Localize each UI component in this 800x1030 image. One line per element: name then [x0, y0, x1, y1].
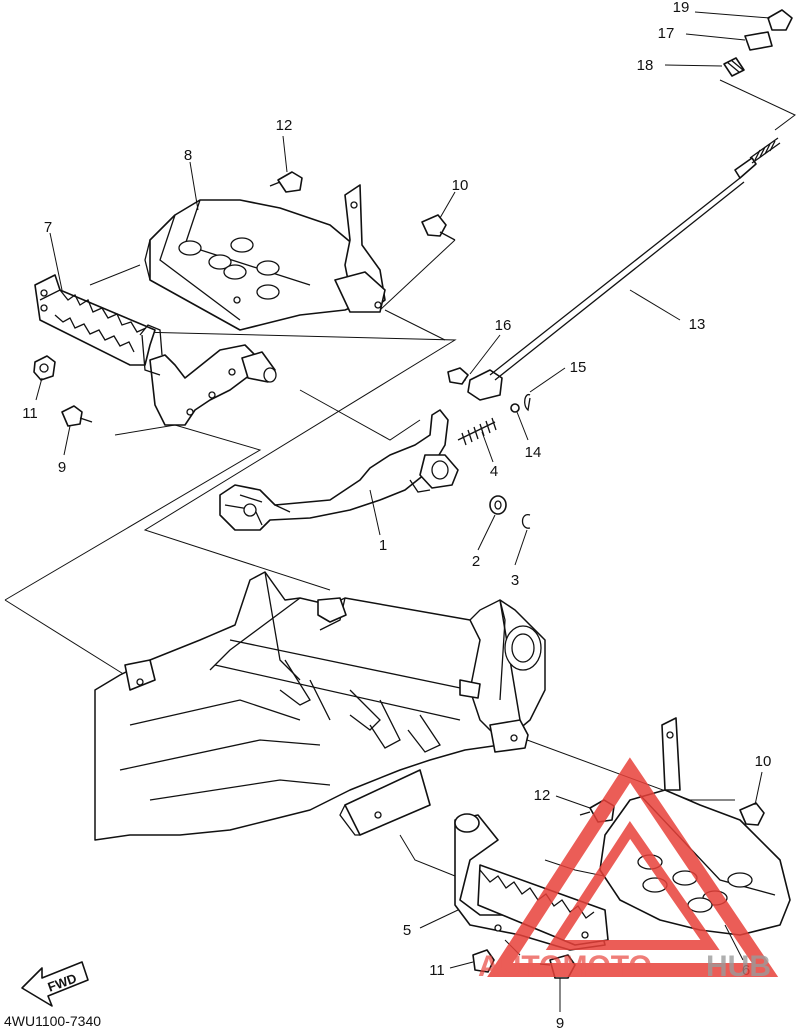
callout-11-lower: 11: [429, 962, 445, 979]
callout-14: 14: [525, 444, 542, 461]
callout-8: 8: [184, 147, 192, 164]
callout-2: 2: [472, 553, 480, 570]
callout-15: 15: [570, 359, 587, 376]
callout-12-upper: 12: [276, 117, 293, 134]
footrest-right-bracket: [661, 717, 681, 791]
fwd-arrow-icon: FWD: [21, 961, 89, 1007]
chassis-frame: [94, 571, 546, 841]
cable-collar: [744, 31, 773, 51]
callout-12-lower: 12: [534, 787, 551, 804]
callout-9-lower: 9: [556, 1015, 564, 1030]
brake-cable: [489, 9, 793, 381]
callout-5: 5: [403, 922, 411, 939]
leader-lines: [35, 11, 771, 1012]
callout-3: 3: [511, 572, 519, 589]
diagram-code: 4WU1100-7340: [4, 1013, 101, 1029]
callout-16: 16: [495, 317, 512, 334]
footpeg-left: [34, 274, 156, 366]
callout-10-lower: 10: [755, 753, 772, 770]
footpeg-mount-bracket: [149, 344, 256, 426]
callout-1: 1: [379, 537, 387, 554]
callout-7: 7: [44, 219, 52, 236]
callout-13: 13: [689, 316, 706, 333]
watermark-text-gray: HUB: [706, 950, 771, 983]
callout-11-upper: 11: [22, 405, 38, 422]
watermark-logo: AUTOMOTO HUB: [478, 757, 779, 983]
brake-pedal: [219, 409, 449, 531]
callout-9-upper: 9: [58, 459, 66, 476]
brake-pedal-assembly: [219, 369, 531, 531]
callout-17: 17: [658, 25, 675, 42]
brake-spring: [461, 417, 497, 446]
watermark-text-red: AUTOMOTO: [478, 950, 652, 983]
clevis: [467, 369, 503, 401]
cable-end: [767, 9, 793, 31]
footrest-left: [34, 184, 386, 426]
circlip: [521, 514, 531, 529]
callout-4: 4: [490, 463, 498, 480]
callout-19: 19: [673, 0, 690, 16]
callout-10-upper: 10: [452, 177, 469, 194]
callout-18: 18: [637, 57, 654, 74]
